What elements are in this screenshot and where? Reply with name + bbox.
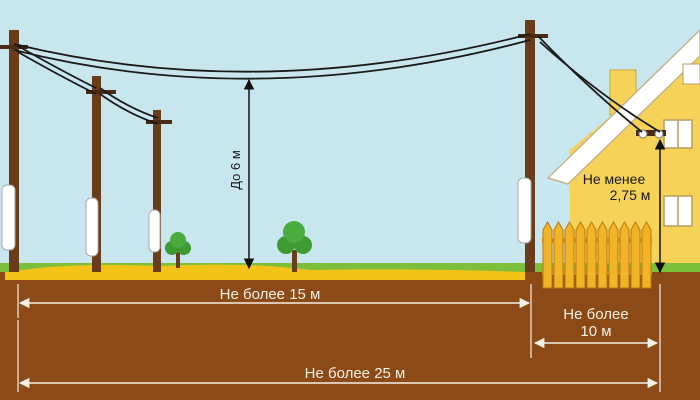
yard-label-line2: 10 м — [580, 323, 611, 340]
fence-rail — [542, 238, 652, 243]
house-window-attic — [682, 63, 700, 85]
house — [546, 28, 700, 270]
pole-base — [517, 177, 532, 244]
fence-picket — [542, 220, 553, 289]
pole-base — [148, 209, 161, 253]
wire-house-1 — [537, 35, 643, 133]
fence — [542, 220, 652, 289]
yard-label-line1: Не более — [563, 306, 628, 323]
pole-base — [85, 197, 99, 257]
fence-picket — [564, 220, 575, 289]
height-label: До 6 м — [228, 150, 243, 190]
fence-picket — [586, 220, 597, 289]
roof — [546, 28, 700, 185]
house-window-lower — [663, 195, 693, 227]
pole-base — [1, 184, 16, 251]
pole-1 — [0, 30, 28, 272]
wire-side-upper-2 — [99, 87, 159, 119]
wire-main-lower — [13, 39, 531, 80]
total-label: Не более 25 м — [305, 365, 406, 382]
fence-rail — [542, 270, 652, 275]
fence-picket — [619, 220, 630, 289]
wire-main-upper — [13, 33, 531, 73]
fence-picket — [575, 220, 586, 289]
house-insulator-bracket — [636, 130, 666, 136]
tree-large — [277, 221, 312, 272]
pole-2 — [85, 76, 116, 272]
fence-picket — [630, 220, 641, 289]
wire-house-2 — [539, 41, 661, 133]
fence-picket — [553, 220, 564, 289]
pole-4 — [517, 20, 548, 272]
sand-strip — [5, 272, 525, 280]
wire-side-lower-2 — [99, 93, 159, 125]
wire-side-upper — [17, 45, 97, 89]
wire-side-lower — [17, 51, 97, 95]
tree-small — [165, 232, 191, 268]
fence-picket — [608, 220, 619, 289]
pole-3 — [146, 110, 172, 272]
house-height-label-line1: Не менее — [583, 171, 646, 187]
house-height-label-line2: 2,75 м — [610, 187, 651, 203]
insulator — [654, 129, 664, 139]
fence-picket — [597, 220, 608, 289]
span-label: Не более 15 м — [220, 286, 321, 303]
grass-strip — [0, 263, 700, 272]
house-window-upper — [663, 119, 693, 149]
fence-picket — [641, 220, 652, 289]
power-wires — [13, 33, 661, 133]
